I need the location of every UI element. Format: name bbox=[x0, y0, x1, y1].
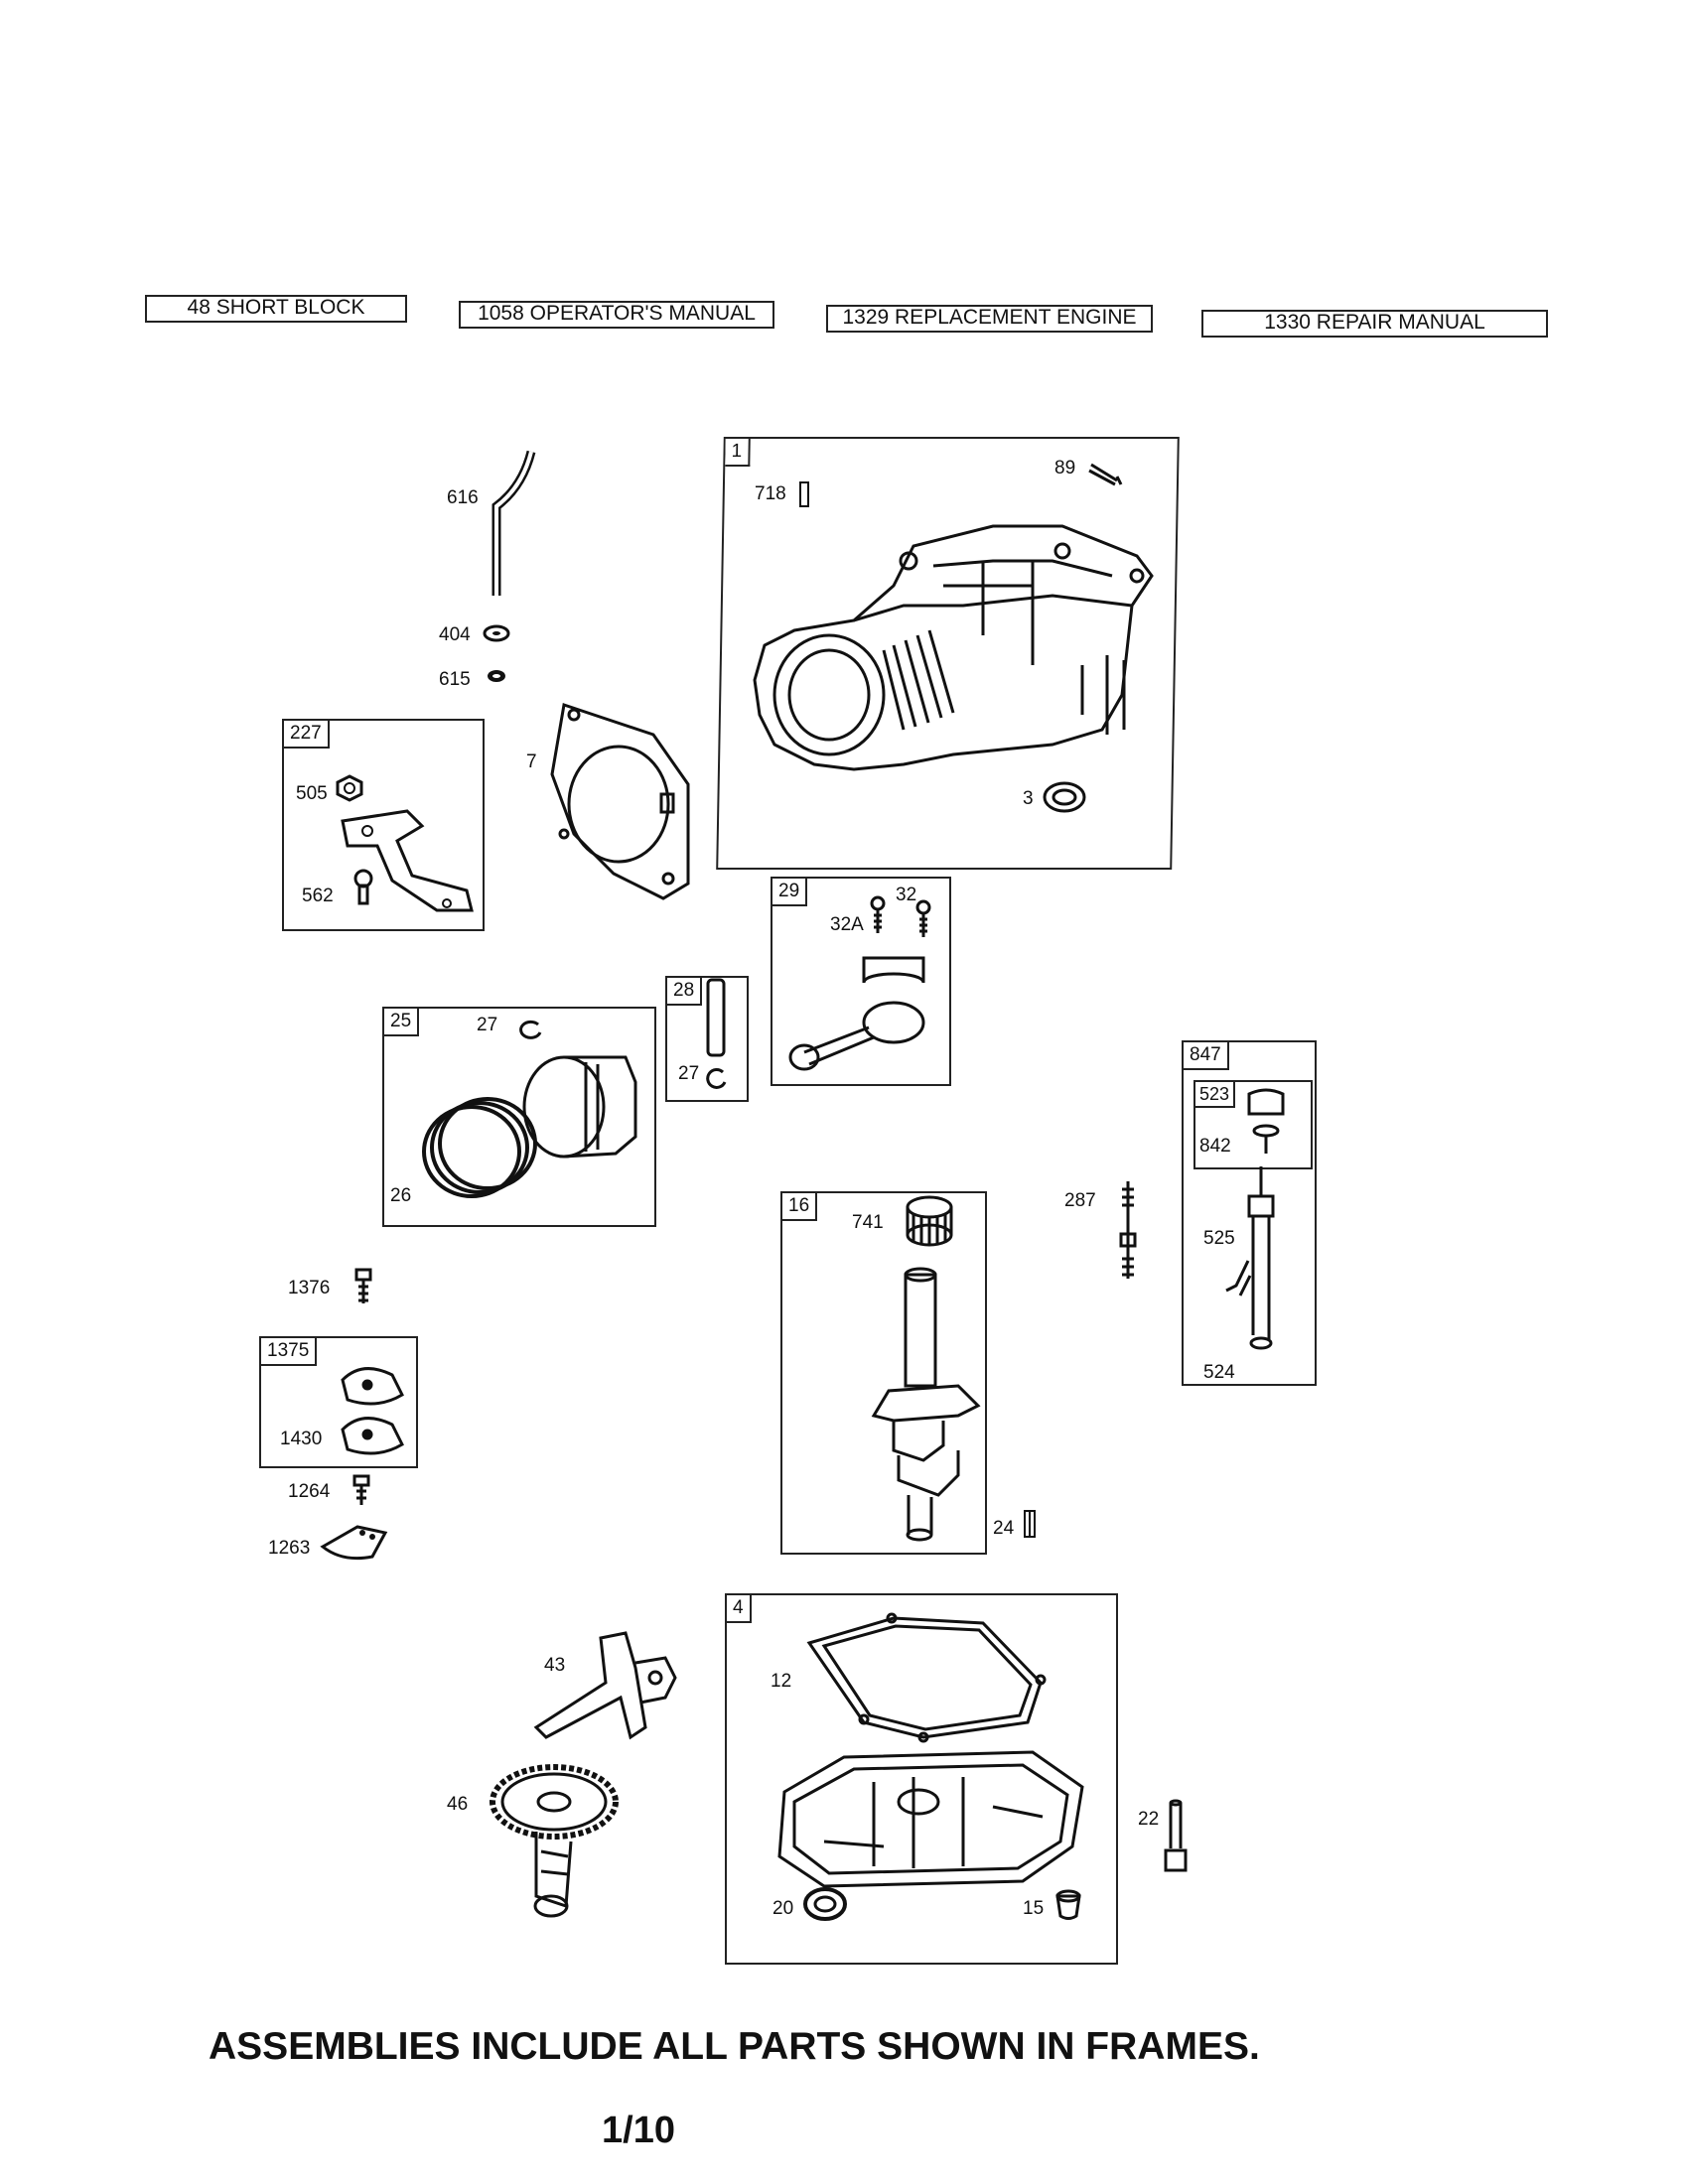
part-label-524: 524 bbox=[1203, 1362, 1235, 1383]
ref-box-short-block: 48 SHORT BLOCK bbox=[145, 295, 407, 323]
part-label-12: 12 bbox=[771, 1671, 792, 1692]
part-label-1264: 1264 bbox=[288, 1481, 331, 1502]
part-label-32A: 32A bbox=[830, 914, 864, 935]
ref-box-replacement-engine: 1329 REPLACEMENT ENGINE bbox=[826, 305, 1153, 333]
part-label-89: 89 bbox=[1054, 458, 1076, 478]
screw-icon bbox=[353, 869, 373, 905]
piston-drawing bbox=[522, 1055, 637, 1159]
plug-icon bbox=[1055, 1889, 1081, 1920]
frame-id: 29 bbox=[772, 879, 808, 906]
bracket-drawing bbox=[341, 809, 474, 912]
frame-breather-valve: 1375 bbox=[259, 1336, 418, 1468]
frame-crankshaft: 16 bbox=[780, 1191, 987, 1555]
breather-tube-icon bbox=[1088, 463, 1123, 486]
frame-piston-assembly: 25 bbox=[382, 1007, 656, 1227]
part-label-842: 842 bbox=[1199, 1136, 1231, 1157]
part-label-562: 562 bbox=[302, 886, 334, 906]
frame-id: 1 bbox=[725, 439, 751, 467]
frame-id: 16 bbox=[782, 1193, 818, 1221]
stud-icon bbox=[1119, 1181, 1137, 1279]
breather-plate-drawing bbox=[341, 1367, 404, 1455]
nut-icon bbox=[336, 774, 363, 802]
governor-bracket-drawing bbox=[533, 1631, 677, 1740]
connecting-rod-drawing bbox=[788, 956, 925, 1071]
frame-id: 847 bbox=[1184, 1042, 1229, 1070]
head-gasket-drawing bbox=[550, 703, 690, 900]
part-label-27-pin: 27 bbox=[678, 1063, 700, 1084]
rod-bolts-icon bbox=[870, 895, 931, 937]
oil-seal-icon bbox=[1043, 781, 1086, 813]
dowel-pin-icon bbox=[799, 481, 809, 507]
frame-id: 25 bbox=[384, 1009, 420, 1036]
ref-box-operators-manual: 1058 OPERATOR'S MANUAL bbox=[459, 301, 774, 329]
frame-id: 4 bbox=[727, 1595, 752, 1623]
part-label-615: 615 bbox=[439, 669, 471, 690]
frame-sump-assembly: 4 bbox=[725, 1593, 1118, 1965]
bolt-icon bbox=[1164, 1799, 1188, 1872]
frame-id: 227 bbox=[284, 721, 330, 749]
piston-pin-icon bbox=[706, 978, 726, 1057]
part-label-46: 46 bbox=[447, 1794, 469, 1815]
part-label-32: 32 bbox=[896, 885, 917, 905]
dipstick-cap-icon bbox=[1247, 1088, 1285, 1154]
part-label-1376: 1376 bbox=[288, 1278, 331, 1298]
part-label-7: 7 bbox=[526, 751, 537, 772]
part-label-616: 616 bbox=[447, 487, 479, 508]
frame-id: 1375 bbox=[261, 1338, 318, 1366]
timing-gear-icon bbox=[906, 1195, 953, 1247]
part-label-287: 287 bbox=[1064, 1190, 1096, 1211]
part-label-20: 20 bbox=[772, 1898, 794, 1919]
part-label-741: 741 bbox=[852, 1212, 884, 1233]
sump-gasket-drawing bbox=[806, 1612, 1047, 1743]
part-label-27-ring: 27 bbox=[477, 1015, 498, 1035]
part-label-24: 24 bbox=[993, 1518, 1015, 1539]
part-label-404: 404 bbox=[439, 624, 471, 645]
cylinder-block-drawing bbox=[753, 524, 1154, 771]
part-label-1430: 1430 bbox=[280, 1429, 323, 1449]
page-number: 1/10 bbox=[602, 2110, 675, 2151]
frame-piston-pin: 28 bbox=[665, 976, 749, 1102]
frame-control-bracket: 227 bbox=[282, 719, 485, 931]
camshaft-gear-drawing bbox=[490, 1764, 619, 1918]
dipstick-tube-assembly-drawing bbox=[1225, 1166, 1275, 1350]
plate-icon bbox=[320, 1525, 388, 1561]
assemblies-note: ASSEMBLIES INCLUDE ALL PARTS SHOWN IN FR… bbox=[209, 2025, 1260, 2068]
ref-box-repair-manual: 1330 REPAIR MANUAL bbox=[1201, 310, 1548, 338]
dipstick-tube-drawing bbox=[491, 450, 536, 596]
crankshaft-drawing bbox=[871, 1267, 981, 1542]
part-label-43: 43 bbox=[544, 1655, 566, 1676]
screw-icon-1376 bbox=[354, 1268, 372, 1303]
part-label-1263: 1263 bbox=[268, 1538, 311, 1559]
part-label-525: 525 bbox=[1203, 1228, 1235, 1249]
o-ring-icon bbox=[488, 670, 505, 682]
oil-sump-drawing bbox=[777, 1750, 1084, 1888]
frame-id: 523 bbox=[1195, 1082, 1236, 1108]
part-label-718: 718 bbox=[755, 483, 786, 504]
part-label-3: 3 bbox=[1023, 788, 1034, 809]
screw-icon-1264 bbox=[352, 1474, 370, 1505]
frame-dipstick-assembly: 847 bbox=[1182, 1040, 1317, 1386]
sump-seal-icon bbox=[803, 1887, 847, 1921]
part-label-26: 26 bbox=[390, 1185, 412, 1206]
washer-icon bbox=[483, 624, 510, 642]
part-label-22: 22 bbox=[1138, 1809, 1160, 1830]
piston-retaining-ring-icon bbox=[519, 1020, 542, 1039]
frame-connecting-rod: 29 bbox=[771, 877, 951, 1086]
frame-dipstick-cap: 523 bbox=[1193, 1080, 1313, 1169]
piston-rings-drawing bbox=[422, 1097, 537, 1198]
part-label-15: 15 bbox=[1023, 1898, 1045, 1919]
retaining-ring-icon bbox=[706, 1067, 727, 1089]
part-label-505: 505 bbox=[296, 783, 328, 804]
frame-id: 28 bbox=[667, 978, 703, 1006]
key-pin-icon bbox=[1024, 1510, 1036, 1538]
